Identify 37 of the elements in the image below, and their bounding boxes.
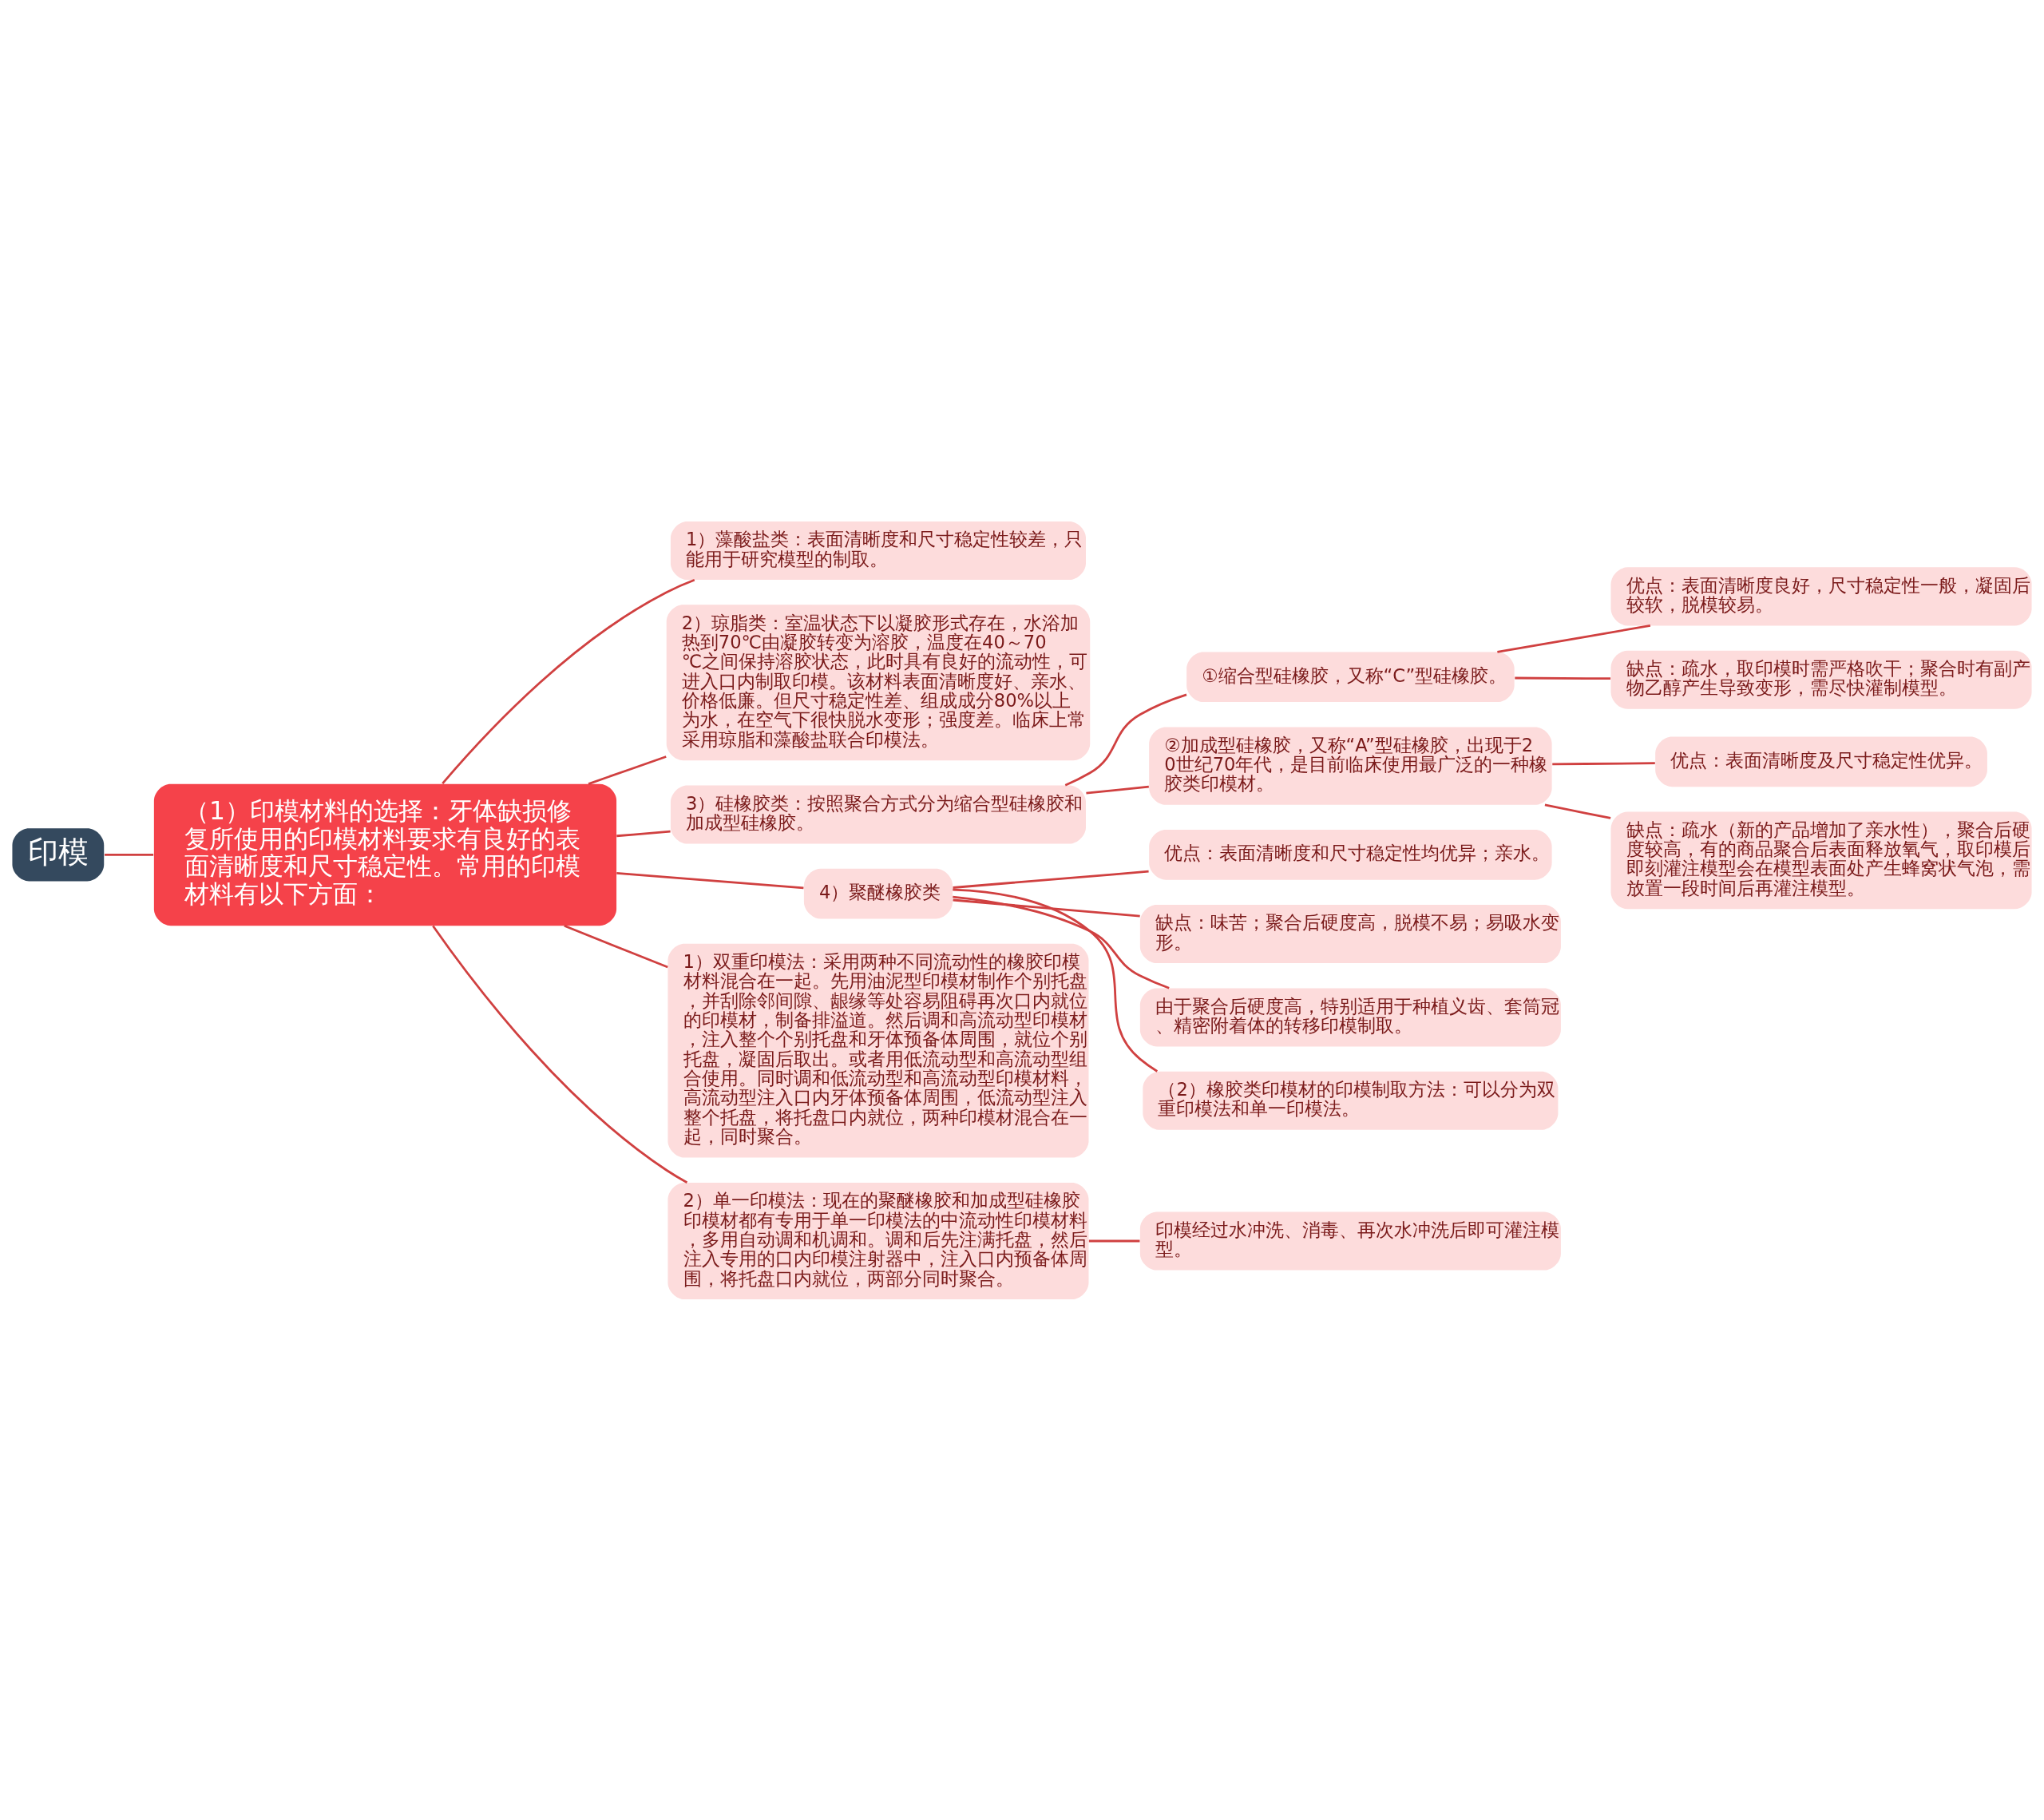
connector xyxy=(1088,1239,1140,1242)
connector xyxy=(616,871,804,889)
node-box: 2）琼脂类：室温状态下以凝胶形式存在，水浴加热到70℃由凝胶转变为溶胶，温度在40～70℃之间保持溶胶状态，此时具有良好的流动性，可进入口内制取印模。该材料表面清晰度好、亲水、价格低廉。但尺寸稳定性差、组成成分80%以上为水，在空气下很快脱水变形；强度差。临床上常采用琼脂和藻酸盐联合印模法。 xyxy=(666,604,1091,760)
node-box: 缺点：疏水，取印模时需严格吹干；聚合时有副产物乙醇产生导致变形，需尽快灌制模型。 xyxy=(1610,650,2032,709)
node-box: 缺点：味苦；聚合后硬度高，脱模不易；易吸水变形。 xyxy=(1139,904,1561,963)
node-box: 由于聚合后硬度高，特别适用于种植义齿、套筒冠、精密附着体的转移印模制取。 xyxy=(1139,987,1561,1046)
connector xyxy=(442,578,695,784)
connector xyxy=(1544,803,1611,819)
connector xyxy=(1064,693,1187,787)
node-box: 优点：表面清晰度良好，尺寸稳定性一般，凝固后较软，脱模较易。 xyxy=(1610,566,2032,625)
connector xyxy=(1086,785,1149,795)
node-box: 3）硅橡胶类：按照聚合方式分为缩合型硅橡胶和加成型硅橡胶。 xyxy=(670,784,1086,843)
connector xyxy=(1552,761,1655,765)
node-box: 缺点：疏水（新的产品增加了亲水性），聚合后硬度较高，有的商品聚合后表面释放氧气，取印模后即刻灌注模型会在模型表面处产生蜂窝状气泡，需放置一段时间后再灌注模型。 xyxy=(1610,811,2032,909)
connector xyxy=(953,888,1159,1073)
connector xyxy=(953,895,1170,989)
node-box: ①缩合型硅橡胶，又称“C”型硅橡胶。 xyxy=(1186,651,1515,702)
connector xyxy=(1515,676,1611,680)
connector xyxy=(564,924,668,968)
node-box: 4）聚醚橡胶类 xyxy=(803,868,953,918)
node-box: 2）单一印模法：现在的聚醚橡胶和加成型硅橡胶印模材都有专用于单一印模法的中流动性印模材料，多用自动调和机调和。调和后先注满托盘，然后注入专用的口内印模注射器中，注入口内预备体周围，将托盘口内就位，两部分同时聚合。 xyxy=(667,1182,1089,1299)
node-box: （2）橡胶类印模材的印模制取方法：可以分为双重印模法和单一印模法。 xyxy=(1143,1071,1559,1130)
node-box: ②加成型硅橡胶，又称“A”型硅橡胶，出现于20世纪70年代，是目前临床使用最广泛的一种橡胶类印模材。 xyxy=(1149,726,1552,805)
node-box: 印模 xyxy=(12,827,105,881)
connector xyxy=(588,755,667,785)
connector xyxy=(1497,624,1651,653)
node-box: 1）藻酸盐类：表面清晰度和尺寸稳定性较差，只能用于研究模型的制取。 xyxy=(670,521,1086,580)
node-box: 优点：表面清晰度和尺寸稳定性均优异；亲水。 xyxy=(1149,829,1552,880)
node-box: 优点：表面清晰度及尺寸稳定性优异。 xyxy=(1655,736,1987,787)
connector xyxy=(953,870,1149,889)
connector xyxy=(432,925,688,1184)
node-box: 1）双重印模法：采用两种不同流动性的橡胶印模材料混合在一起。先用油泥型印模材制作个别托盘，并刮除邻间隙、龈缘等处容易阻碍再次口内就位的印模材，制备排溢道。然后调和高流动型印模材，注入整个个别托盘和牙体预备体周围，就位个别托盘，凝固后取出。或者用低流动型和高流动型组合使用。同时调和低流动型和高流动型印模材料，高流动型注入口内牙体预备体周围，低流动型注入整个托盘，将托盘口内就位，两种印模材混合在一起，同时聚合。 xyxy=(667,943,1089,1158)
node-box: （1）印模材料的选择：牙体缺损修复所使用的印模材料要求有良好的表面清晰度和尺寸稳定性。常用的印模材料有以下方面： xyxy=(153,783,617,926)
connector xyxy=(105,853,154,856)
node-box: 印模经过水冲洗、消毒、再次水冲洗后即可灌注模型。 xyxy=(1139,1211,1561,1270)
connector xyxy=(953,898,1140,917)
connector xyxy=(616,830,671,837)
